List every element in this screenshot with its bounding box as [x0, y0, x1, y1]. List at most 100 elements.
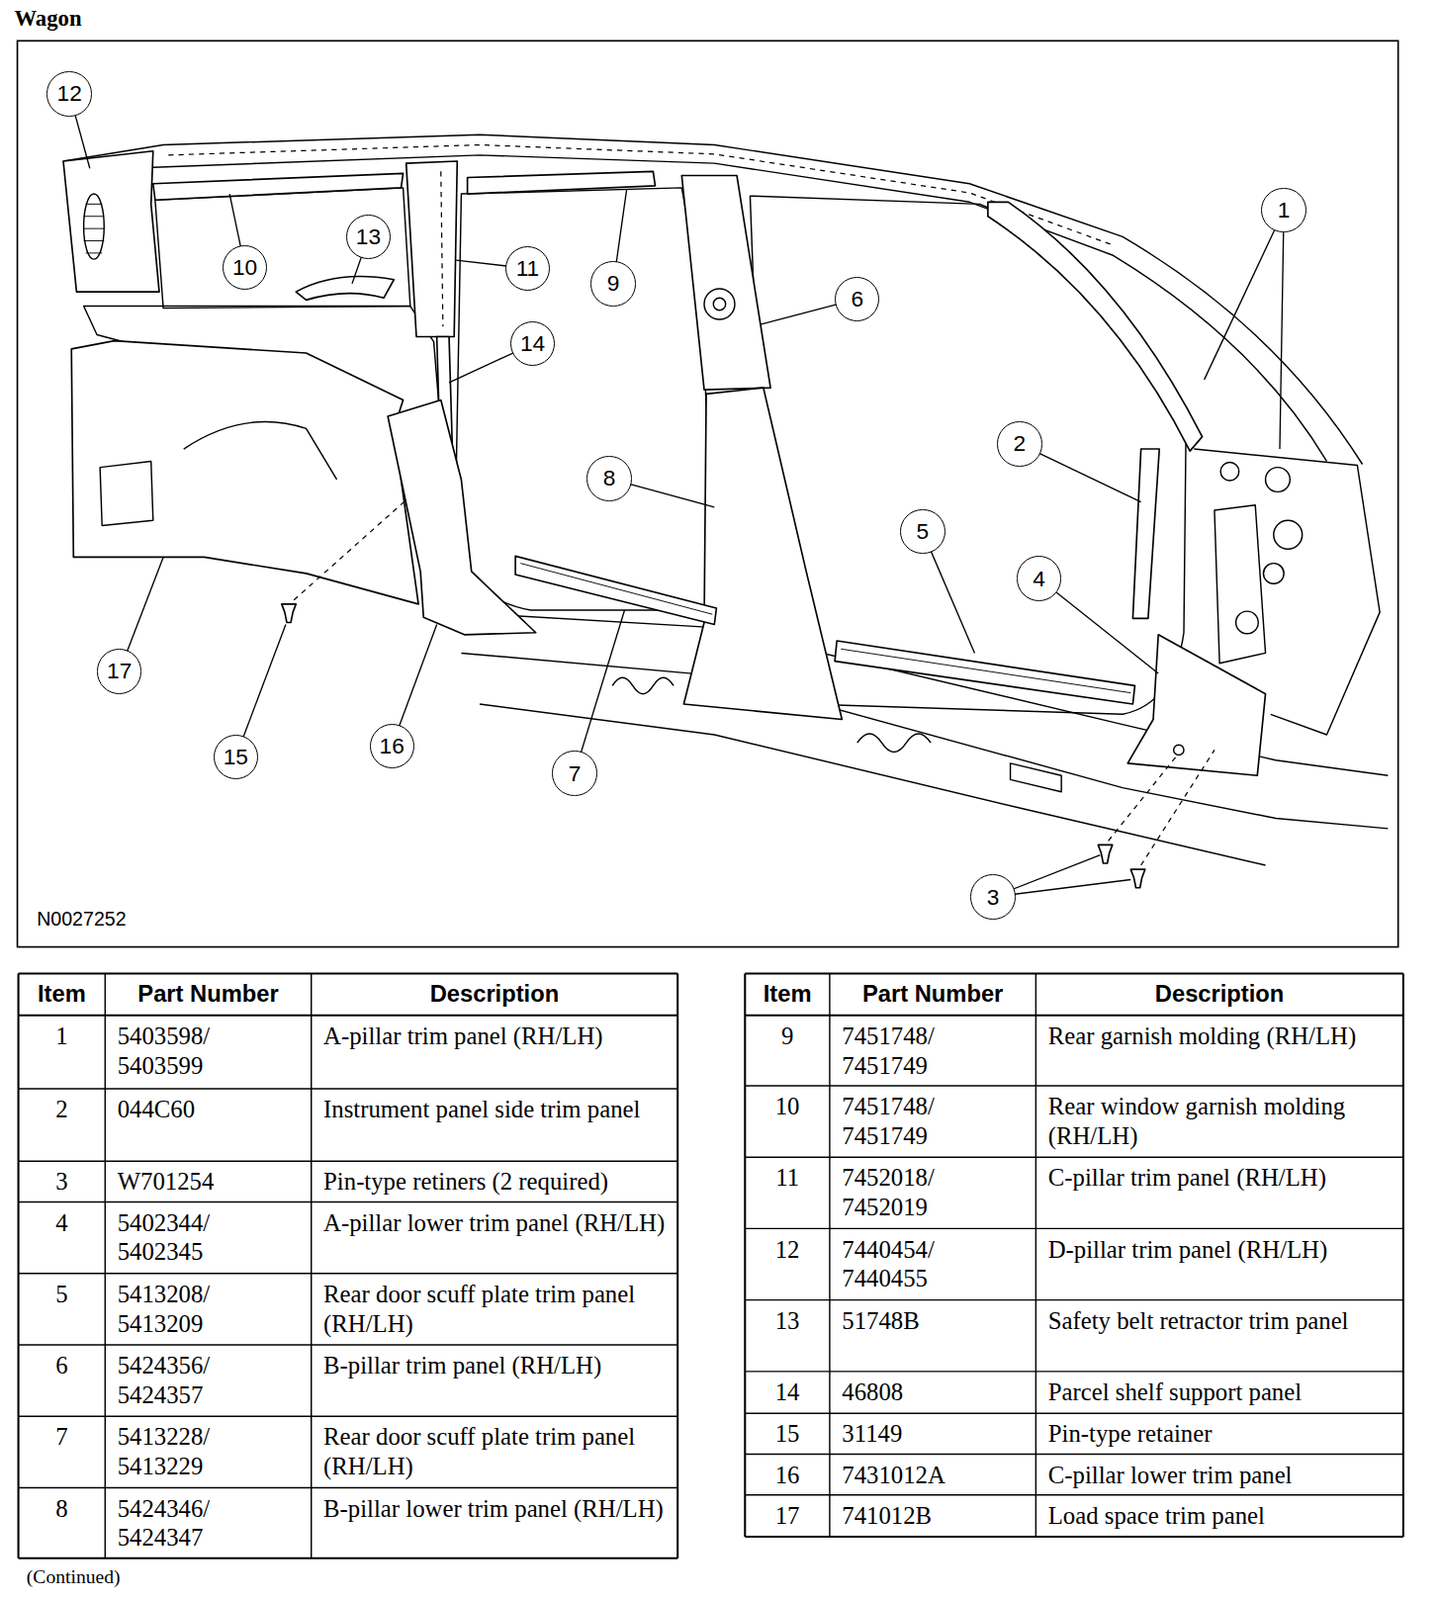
callout-number: 3	[987, 885, 1000, 910]
table-cell: 5413208/ 5413209	[117, 1279, 251, 1339]
pin-retainer	[1130, 869, 1145, 889]
retainers	[281, 500, 1215, 889]
callout-number: 7	[568, 761, 582, 787]
table-rule	[18, 1272, 679, 1274]
table-rule	[743, 973, 746, 1537]
rear-door-opening	[454, 187, 715, 611]
callout-number: 9	[607, 270, 621, 296]
table-header: Description	[1035, 981, 1403, 1008]
table-rule	[676, 973, 679, 1558]
callout-number: 10	[232, 255, 258, 280]
table-cell: 9	[744, 1021, 830, 1052]
body-hole	[1273, 520, 1303, 549]
front-structure	[1214, 505, 1266, 664]
table-rule	[18, 1416, 679, 1418]
callout-circle: 8	[586, 455, 631, 501]
table-rule	[18, 1344, 679, 1346]
d-pillar-vent	[84, 193, 105, 260]
callout-circle: 16	[369, 723, 415, 769]
trim-panels	[63, 151, 1266, 777]
table-rule	[18, 1201, 679, 1203]
table-cell: 7440454/ 7440455	[841, 1235, 975, 1294]
callout-number: 5	[916, 519, 930, 544]
table-rule	[744, 1412, 1404, 1414]
belt-anchor	[704, 288, 735, 320]
rocker-panel	[453, 612, 1388, 776]
table-header: Part Number	[829, 981, 1036, 1008]
table-rule	[744, 1156, 1404, 1158]
callout-circle: 10	[222, 245, 268, 290]
callout-number: 4	[1032, 566, 1046, 592]
callout-circle: 15	[213, 734, 259, 780]
table-cell: Rear window garnish molding (RH/LH)	[1048, 1091, 1396, 1151]
scuff-plate-ribs	[520, 563, 713, 616]
table-rule	[17, 973, 20, 1558]
pin-retainer	[281, 604, 296, 624]
table-cell: Parcel shelf support panel	[1048, 1377, 1396, 1408]
table-rule	[18, 1087, 679, 1089]
callout-circle: 3	[970, 874, 1015, 919]
table-cell: 15	[744, 1419, 830, 1449]
table-cell: 11	[744, 1163, 830, 1193]
load-space-trim-panel	[71, 341, 419, 605]
table-rule	[744, 1453, 1404, 1455]
note: (Continued)	[26, 1566, 121, 1589]
table-cell: Instrument panel side trim panel	[323, 1094, 670, 1125]
callout-number: 14	[520, 331, 545, 357]
table-cell: 7431012A	[841, 1460, 975, 1491]
load-space-access-door	[99, 460, 154, 526]
table-cell: C-pillar trim panel (RH/LH)	[1048, 1163, 1396, 1193]
front-door-scuff-plate	[834, 640, 1135, 705]
table-cell: 044C60	[117, 1094, 251, 1125]
table-header: Part Number	[104, 981, 311, 1008]
table-cell: Safety belt retractor trim panel	[1048, 1306, 1396, 1337]
instrument-panel-side-trim	[1132, 449, 1160, 619]
table-header: Item	[18, 981, 106, 1008]
table-cell: D-pillar trim panel (RH/LH)	[1048, 1235, 1396, 1265]
table-cell: Rear door scuff plate trim panel (RH/LH)	[323, 1422, 670, 1481]
callout-number: 2	[1013, 431, 1027, 456]
leader-line	[1204, 210, 1284, 380]
install-line	[1108, 757, 1176, 842]
table-cell: A-pillar lower trim panel (RH/LH)	[323, 1208, 670, 1239]
table-rule	[744, 1228, 1404, 1230]
callout-number: 17	[106, 658, 132, 684]
c-pillar-lower-trim-panel	[387, 400, 537, 635]
retainer-hole	[1173, 744, 1184, 755]
leader-line	[1279, 210, 1284, 450]
table-rule	[310, 973, 312, 1558]
belt-anchor	[713, 297, 725, 310]
d-pillar-vent	[84, 203, 105, 254]
table-cell: 5402344/ 5402345	[117, 1208, 251, 1267]
table-cell: 5403598/ 5403599	[117, 1021, 251, 1080]
table-cell: B-pillar trim panel (RH/LH)	[323, 1350, 670, 1381]
roof-rail-detail	[168, 145, 1112, 246]
rocker-cutout	[857, 733, 931, 753]
table-rule	[744, 1299, 1404, 1301]
parts-tables	[18, 973, 1404, 1558]
callout-circle: 11	[505, 246, 550, 291]
callout-number: 1	[1277, 197, 1291, 223]
c-pillar-trim-panel	[406, 161, 458, 337]
table-cell: 14	[744, 1377, 830, 1408]
table-rule	[1402, 973, 1405, 1537]
callout-number: 8	[603, 465, 617, 491]
pin-retainer	[1097, 844, 1112, 864]
table-cell: Load space trim panel	[1048, 1501, 1396, 1531]
table-rule	[744, 1370, 1404, 1372]
callout-number: 11	[516, 256, 540, 281]
callout-number: 12	[57, 81, 83, 106]
table-cell: 17	[744, 1501, 830, 1531]
callout-number: 6	[850, 286, 864, 312]
c-pillar-texture	[441, 171, 444, 327]
callout-circle: 17	[96, 648, 142, 694]
leader-line	[574, 610, 626, 774]
callout-circle: 13	[346, 214, 391, 260]
load-space-contour	[183, 422, 338, 480]
table-cell: 741012B	[841, 1501, 975, 1531]
table-cell: C-pillar lower trim panel	[1048, 1460, 1396, 1491]
a-pillar-lower-trim-panel	[1127, 634, 1265, 776]
body-hole	[1262, 563, 1284, 585]
table-cell: 31149	[841, 1419, 975, 1449]
